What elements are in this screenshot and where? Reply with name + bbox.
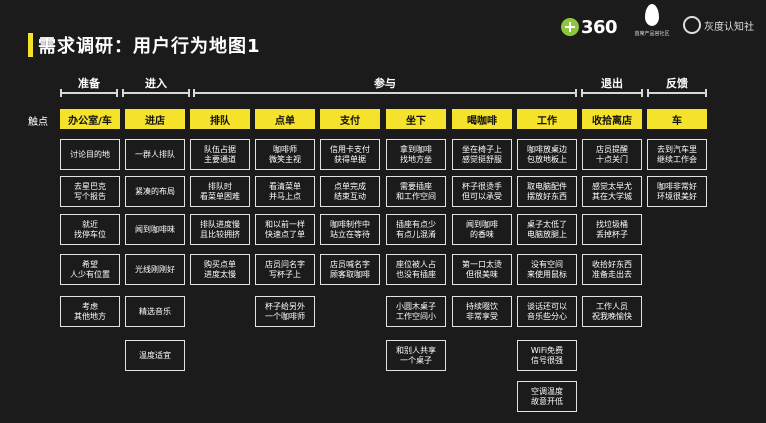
phase-engage: 参与 xyxy=(193,75,577,103)
behavior-card: 排队时 看菜单困难 xyxy=(190,176,250,207)
behavior-card: 店员问名字 写杯子上 xyxy=(255,254,315,285)
behavior-card: 座位被人占 也没有插座 xyxy=(386,254,446,285)
behavior-card: 信用卡支付 获得单据 xyxy=(320,139,380,170)
phase-prepare: 准备 xyxy=(60,75,118,103)
touchpoint-header: 工作 xyxy=(517,109,577,129)
behavior-card: 店员喊名字 顾客取咖啡 xyxy=(320,254,380,285)
behavior-card: 和以前一样 快速点了单 xyxy=(255,214,315,245)
behavior-card: 光线刚刚好 xyxy=(125,254,185,285)
behavior-card: 看清菜单 并马上点 xyxy=(255,176,315,207)
behavior-card: 闻到咖啡味 xyxy=(125,214,185,245)
behavior-card: 持续啜饮 非常享受 xyxy=(452,296,512,327)
logo-community: 首席产品官社区 xyxy=(630,4,674,37)
drop-icon xyxy=(645,4,659,26)
touchpoint-header: 点单 xyxy=(255,109,315,129)
behavior-card: 和别人共享 一个桌子 xyxy=(386,340,446,371)
phase-exit: 退出 xyxy=(581,75,643,103)
behavior-card: 桌子太低了 电脑放腿上 xyxy=(517,214,577,245)
behavior-card: 点单完成 结束互动 xyxy=(320,176,380,207)
behavior-card: 考虑 其他地方 xyxy=(60,296,120,327)
behavior-card: 感觉太早尤 其在大学城 xyxy=(582,176,642,207)
behavior-card: 一群人排队 xyxy=(125,139,185,170)
behavior-card: 取电脑配件 摆放好东西 xyxy=(517,176,577,207)
behavior-card: 购买点单 进度太慢 xyxy=(190,254,250,285)
behavior-card: 空调温度 故意开低 xyxy=(517,381,577,412)
behavior-card: 就近 找停车位 xyxy=(60,214,120,245)
title-accent-bar xyxy=(28,33,33,57)
behavior-card: 精选音乐 xyxy=(125,296,185,327)
touchpoint-header: 支付 xyxy=(320,109,380,129)
circle-logo-icon xyxy=(683,16,701,34)
behavior-card: 没有空间 来使用鼠标 xyxy=(517,254,577,285)
behavior-card: 小圆木桌子 工作空间小 xyxy=(386,296,446,327)
touchpoint-label: 触点 xyxy=(28,117,48,128)
touchpoint-header: 办公室/车 xyxy=(60,109,120,129)
behavior-card: 去星巴克 写个报告 xyxy=(60,176,120,207)
behavior-card: 第一口太烫 但很美味 xyxy=(452,254,512,285)
behavior-card: 希望 人少有位置 xyxy=(60,254,120,285)
touchpoint-header: 排队 xyxy=(190,109,250,129)
behavior-card: 咖啡师 微笑主视 xyxy=(255,139,315,170)
behavior-card: 需要插座 和工作空间 xyxy=(386,176,446,207)
behavior-card: 咖啡非常好 环境很美好 xyxy=(647,176,707,207)
behavior-card: 找垃圾桶 丢掉杯子 xyxy=(582,214,642,245)
behavior-card: 闻到咖啡 的香味 xyxy=(452,214,512,245)
behavior-card: 咖啡放桌边 包放地板上 xyxy=(517,139,577,170)
phase-feedback: 反馈 xyxy=(647,75,707,103)
behavior-card: 坐在椅子上 感觉挺舒服 xyxy=(452,139,512,170)
behavior-card: 咖啡制作中 站立在等待 xyxy=(320,214,380,245)
touchpoint-header: 收拾离店 xyxy=(582,109,642,129)
phase-enter: 进入 xyxy=(122,75,190,103)
touchpoint-header: 进店 xyxy=(125,109,185,129)
behavior-card: 谈话还可以 音乐些分心 xyxy=(517,296,577,327)
behavior-card: 杯子很烫手 但可以承受 xyxy=(452,176,512,207)
behavior-card: 拿到咖啡 找地方坐 xyxy=(386,139,446,170)
touchpoint-header: 车 xyxy=(647,109,707,129)
logo-360: 360 xyxy=(561,17,618,38)
behavior-card: 店员提醒 十点关门 xyxy=(582,139,642,170)
behavior-card: 排队进度慢 且比较拥挤 xyxy=(190,214,250,245)
behavior-card: 紧凑的布局 xyxy=(125,176,185,207)
behavior-card: 温度适宜 xyxy=(125,340,185,371)
behavior-card: 工作人员 祝我晚愉快 xyxy=(582,296,642,327)
touchpoint-header: 喝咖啡 xyxy=(452,109,512,129)
behavior-card: WiFi免费 信号很强 xyxy=(517,340,577,371)
touchpoint-header: 坐下 xyxy=(386,109,446,129)
behavior-card: 去到汽车里 继续工作会 xyxy=(647,139,707,170)
behavior-card: 讨论目的地 xyxy=(60,139,120,170)
plus-circle-icon xyxy=(561,18,579,36)
behavior-card: 杯子给另外 一个咖啡师 xyxy=(255,296,315,327)
logo-huidu: 灰度认知社 xyxy=(683,16,754,34)
behavior-card: 收拾好东西 准备走出去 xyxy=(582,254,642,285)
behavior-card: 队伍占据 主要通道 xyxy=(190,139,250,170)
page-title: 需求调研：用户行为地图1 xyxy=(38,36,261,57)
behavior-card: 插座有点少 有点儿混淆 xyxy=(386,214,446,245)
